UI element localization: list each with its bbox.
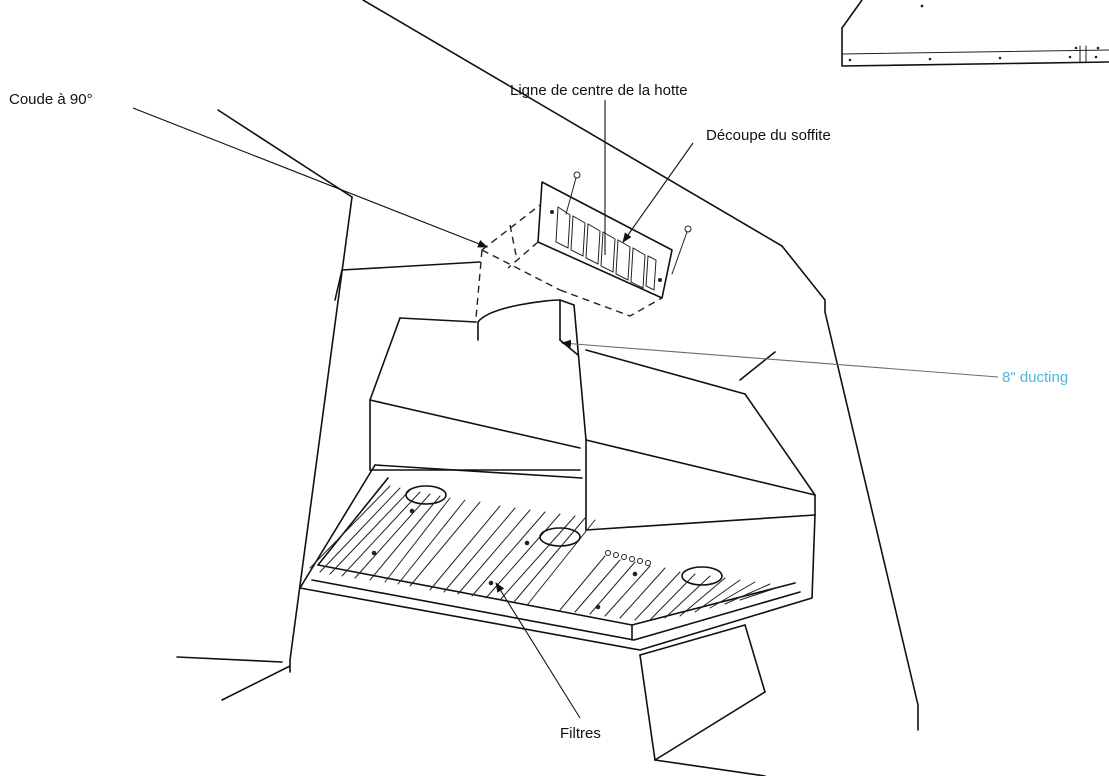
elbow-leader [132,107,488,248]
soffit-outline [176,0,919,731]
lower-cabinet [639,624,766,776]
duct-elbow-dashed [475,204,663,319]
elbow-label: Coude à 90° [9,91,93,108]
hood-bottom [299,464,816,651]
filters-label: Filtres [560,725,601,742]
hood-body [369,317,816,531]
ducting-leader [561,339,999,378]
duct-collar [477,299,587,441]
ducting-label: 8" ducting [1002,369,1068,386]
inset-detail [841,0,1109,67]
soffit-cutout-plate [537,171,692,299]
centerline-label: Ligne de centre de la hotte [510,82,688,99]
soffit-cutout-label: Découpe du soffite [706,127,831,144]
soffit-cutout-leader [622,142,694,243]
filters-leader [495,582,581,719]
